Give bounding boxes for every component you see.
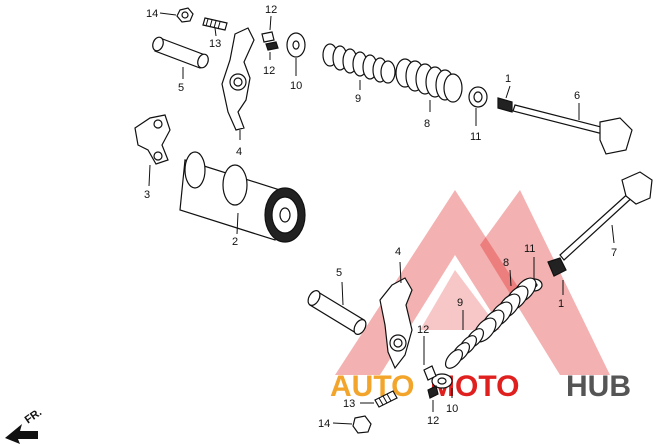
callout-1-bottom: 1 xyxy=(558,298,564,310)
part-stem-seal-bottom xyxy=(547,257,567,295)
callout-11-top: 11 xyxy=(470,131,481,143)
part-rocker-shaft-top xyxy=(152,36,209,79)
callout-9-top: 9 xyxy=(355,93,361,105)
callout-9-bottom: 9 xyxy=(457,297,463,309)
part-spring-seat-top xyxy=(468,86,488,126)
part-rocker-arm-top xyxy=(221,27,255,140)
watermark-triangle-left xyxy=(335,190,520,375)
part-bracket xyxy=(134,114,171,187)
callout-7-bottom: 7 xyxy=(611,247,617,259)
callout-8-bottom: 8 xyxy=(503,257,509,269)
front-direction-arrow: FR. xyxy=(5,406,44,444)
callout-10-top: 10 xyxy=(290,80,302,92)
arrow-icon xyxy=(5,424,38,444)
callout-5-top: 5 xyxy=(178,82,184,94)
part-rocker-shaft-bottom xyxy=(307,281,367,335)
callout-12-bottom-b: 12 xyxy=(427,415,439,427)
part-valve-bottom xyxy=(559,171,653,261)
callout-13-bottom: 13 xyxy=(343,398,355,410)
callout-6-top: 6 xyxy=(574,90,580,102)
callout-3-top: 3 xyxy=(144,189,150,201)
callout-12-bottom-a: 12 xyxy=(417,324,429,336)
part-cotter-top xyxy=(261,15,279,60)
callout-14-top: 14 xyxy=(146,8,158,20)
part-retainer-top xyxy=(286,32,306,76)
callout-12-top-b: 12 xyxy=(263,65,275,77)
part-rocker-arm-bottom xyxy=(379,261,413,370)
part-spring-inner-bottom xyxy=(444,310,485,369)
callout-4-top: 4 xyxy=(236,146,242,158)
front-direction-label: FR. xyxy=(23,406,44,426)
callout-1-top: 1 xyxy=(505,73,511,85)
part-spring-outer-top xyxy=(395,58,463,112)
part-cotter-bottom xyxy=(423,336,439,412)
callout-10-bottom: 10 xyxy=(446,403,458,415)
callout-13-top: 13 xyxy=(209,38,221,50)
watermark-text-hub: HUB xyxy=(566,370,631,403)
callout-14-bottom: 14 xyxy=(318,418,330,430)
callout-11-bottom: 11 xyxy=(524,243,535,255)
part-stem-seal-top xyxy=(497,85,513,113)
watermark-text-auto: AUTO xyxy=(330,370,414,403)
callout-8-top: 8 xyxy=(424,118,430,130)
part-spring-outer-bottom xyxy=(473,269,537,343)
part-adjust-screw-bottom xyxy=(360,390,398,408)
part-spring-inner-top xyxy=(322,43,396,90)
watermark-triangle-right xyxy=(480,190,610,375)
part-retainer-bottom xyxy=(431,373,453,398)
callout-12-top-a: 12 xyxy=(265,4,277,16)
callout-2-top: 2 xyxy=(232,236,238,248)
part-adjust-screw-top xyxy=(202,17,228,37)
watermark-triangle-inner xyxy=(420,270,500,330)
part-valve-top xyxy=(512,103,633,155)
part-camshaft xyxy=(179,151,306,243)
watermark-logo: AUTO MOTO HUB xyxy=(330,190,631,403)
part-nut-bottom xyxy=(332,415,372,434)
callout-4-bottom: 4 xyxy=(395,246,401,258)
callout-5-bottom: 5 xyxy=(336,267,342,279)
part-nut-top xyxy=(159,7,194,23)
